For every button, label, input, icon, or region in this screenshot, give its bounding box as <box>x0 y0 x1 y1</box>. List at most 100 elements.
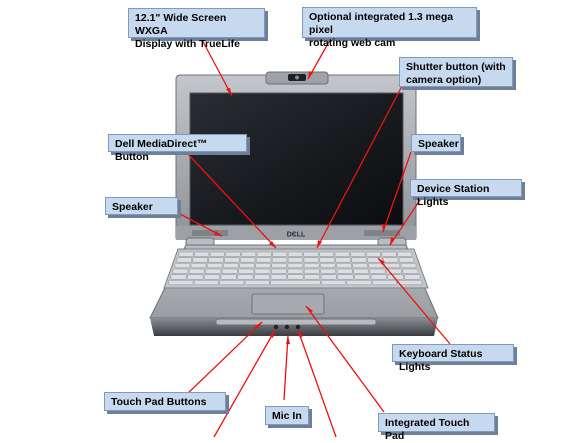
keyboard-key <box>287 251 303 257</box>
dell-logo: DЄLL <box>287 232 306 239</box>
keyboard-key <box>272 251 288 257</box>
keyboard-key <box>225 251 241 257</box>
keyboard-key <box>254 274 271 280</box>
keyboard-key <box>287 274 304 280</box>
keyboard-key <box>336 268 353 274</box>
keyboard-key <box>398 257 415 263</box>
keyboard-key <box>174 263 191 269</box>
touch-pad-buttons <box>215 318 377 326</box>
arrow-device-station <box>389 196 423 246</box>
keyboard-key <box>335 257 351 263</box>
keyboard-key <box>369 268 386 274</box>
keyboard-key <box>271 268 287 274</box>
keyboard-key <box>370 274 387 280</box>
keyboard-key <box>353 268 369 274</box>
keyboard-key <box>203 274 220 280</box>
arrow-mic-in-2 <box>297 329 337 438</box>
arrow-speaker-right <box>382 151 412 233</box>
arrow-mic-in <box>283 335 289 401</box>
keyboard-keys <box>168 251 423 286</box>
keyboard-key <box>352 263 368 269</box>
keyboard-key <box>319 257 335 263</box>
keyboard-key <box>172 268 189 274</box>
keyboard-key <box>303 263 320 269</box>
keyboard-key <box>334 251 350 257</box>
arrow-touchpad-head <box>306 306 313 313</box>
callout-keyboard-status: Keyboard Status Lights <box>392 344 514 373</box>
keyboard-key <box>337 274 354 280</box>
keyboard-key <box>365 251 381 257</box>
display-screen <box>189 92 404 226</box>
arrow-shutter-head <box>317 240 322 248</box>
keyboard-key <box>400 263 417 269</box>
arrow-speaker-right-head <box>382 224 386 232</box>
arrow-mediadirect <box>185 151 277 249</box>
arrow-mediadirect-head <box>269 241 276 248</box>
keyboard-key <box>320 274 337 280</box>
keyboard-key <box>304 274 321 280</box>
arrow-display <box>199 35 233 97</box>
keyboard-key <box>319 263 336 269</box>
arrow-touchpad-buttons-head <box>255 322 262 329</box>
keyboard-key <box>303 257 319 263</box>
arrow-speaker-left <box>177 212 223 237</box>
speaker-grille-left <box>192 230 228 236</box>
keyboard-key <box>255 263 271 269</box>
keyboard-key <box>237 274 254 280</box>
keyboard-key <box>397 280 423 286</box>
keyboard-key <box>168 280 194 286</box>
audio-port-a <box>273 324 279 330</box>
keyboard-key <box>270 280 321 286</box>
keyboard-key <box>194 251 210 257</box>
arrow-touchpad-buttons <box>184 321 263 397</box>
keyboard-key <box>346 280 372 286</box>
keyboard-key <box>271 257 288 263</box>
keyboard-key <box>170 274 187 280</box>
callout-touchpad: Integrated Touch Pad <box>378 413 495 442</box>
arrow-keyboard-status-head <box>378 258 385 265</box>
keyboard-key <box>397 251 413 257</box>
keyboard-key <box>351 257 367 263</box>
callout-speaker-left: Speaker <box>105 197 178 215</box>
lid-bottom-strip <box>176 226 416 240</box>
keyboard-key <box>287 268 304 274</box>
arrow-mic-in-2-head <box>298 330 303 338</box>
keyboard-key <box>221 268 238 274</box>
arrow-display-head <box>226 88 232 96</box>
keyboard-key <box>270 274 287 280</box>
arrow-mic-in-head <box>286 336 290 344</box>
audio-port-b <box>295 324 301 330</box>
keyboard-key <box>206 263 223 269</box>
keyboard-key <box>239 263 255 269</box>
arrow-webcam-head <box>308 71 313 79</box>
arrow-touchpad <box>305 305 385 413</box>
keyboard-key <box>256 257 272 263</box>
keyboard-key <box>319 251 335 257</box>
keyboard-key <box>381 251 397 257</box>
keyboard-key <box>224 257 240 263</box>
arrow-keyboard-status <box>377 257 451 345</box>
keyboard-key <box>303 251 319 257</box>
keyboard-key <box>402 268 419 274</box>
speaker-grille-right <box>364 230 400 236</box>
callout-speaker-right: Speaker <box>411 134 461 152</box>
keyboard-key <box>271 263 288 269</box>
keyboard-key <box>354 274 371 280</box>
callout-webcam: Optional integrated 1.3 mega pixel rotat… <box>302 7 477 49</box>
keyboard-key <box>244 280 270 286</box>
keyboard-key <box>372 280 397 286</box>
mic-in-port <box>284 324 290 330</box>
keyboard-key <box>188 268 205 274</box>
keyboard-key <box>219 280 245 286</box>
callout-shutter: Shutter button (with camera option) <box>399 57 513 87</box>
arrow-touchpad-buttons-2-head <box>270 330 275 338</box>
keyboard-key <box>223 263 239 269</box>
keyboard-key <box>205 268 222 274</box>
keyboard-key <box>336 263 352 269</box>
keyboard-key <box>256 251 272 257</box>
keyboard-key <box>241 251 257 257</box>
keyboard-key <box>287 263 304 269</box>
keyboard-key <box>254 268 271 274</box>
